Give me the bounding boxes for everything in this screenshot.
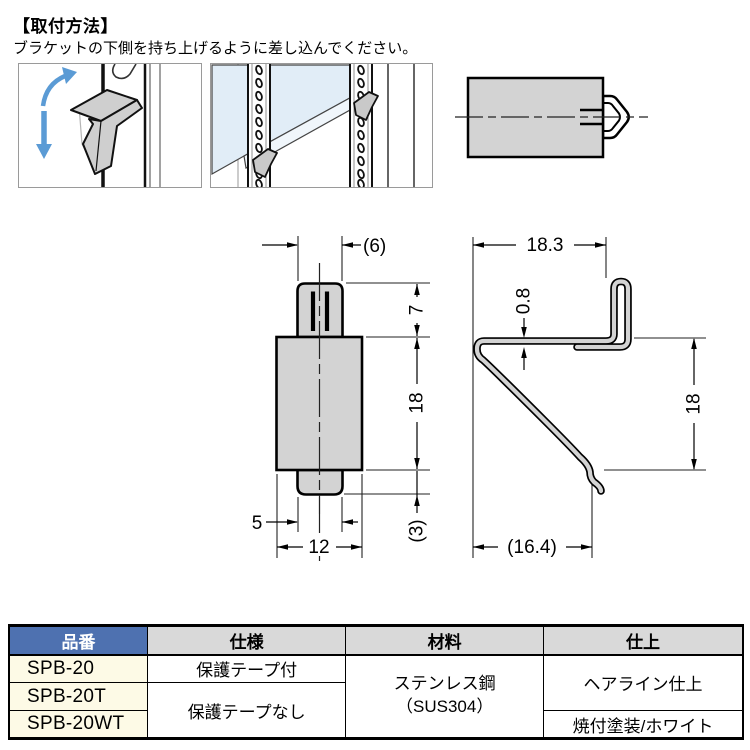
upper-bracket-fragment <box>111 64 137 80</box>
profile-fill <box>474 279 631 494</box>
part-no-cell: SPB-20T <box>8 682 148 711</box>
bracket-front-view-drawing: (6) 7 18 (3) 5 12 <box>252 236 430 561</box>
part-no-cell: SPB-20 <box>8 654 148 683</box>
down-arrow-icon <box>36 111 52 159</box>
spec-table: 品番 仕様 材料 仕上 SPB-20 保護テープ付 ステンレス鋼 （SUS304… <box>8 624 744 740</box>
bracket-side-view-drawing: 18.3 0.8 18 (16.4) <box>472 235 706 558</box>
dim-label-height: 18 <box>684 393 705 414</box>
dim-label-top-tab-width: (6) <box>363 236 386 257</box>
dim-label-bottom-width: (16.4) <box>507 537 557 558</box>
shelf-mounted-drawing <box>211 64 415 187</box>
dim-label-body-width: 12 <box>308 537 329 558</box>
material-line1: ステンレス鋼 <box>393 674 496 694</box>
page-title: 【取付方法】 <box>13 17 118 36</box>
part-no-cell: SPB-20WT <box>8 710 148 739</box>
mounted-bracket-rear <box>353 91 379 121</box>
dim-label-body-height: 18 <box>407 392 428 413</box>
header-finish: 仕上 <box>542 625 744 656</box>
shelf-panel <box>211 64 369 176</box>
spec-cell: 保護テープなし <box>146 682 347 739</box>
dim-label-thickness: 0.8 <box>514 288 535 314</box>
header-part-no: 品番 <box>8 625 148 656</box>
table-row: SPB-20T 保護テープなし <box>8 682 743 739</box>
header-material: 材料 <box>345 625 544 656</box>
illustration-shelf-mounted <box>210 63 433 188</box>
dim-label-top-width: 18.3 <box>527 235 564 256</box>
finish-cell: ヘアライン仕上 <box>542 654 744 711</box>
dim-label-bottom-tab-height: (3) <box>407 519 428 542</box>
material-cell: ステンレス鋼 （SUS304） <box>345 654 544 739</box>
spec-cell: 保護テープ付 <box>146 654 347 683</box>
lift-arrow-icon <box>40 67 77 107</box>
profile-outline <box>473 277 632 495</box>
material-line2: （SUS304） <box>396 697 494 717</box>
bracket-top-view-drawing <box>455 76 648 159</box>
dim-label-top-tab-height: 7 <box>407 305 428 316</box>
finish-cell: 焼付塗装/ホワイト <box>542 710 744 739</box>
bracket-shape <box>70 89 143 175</box>
table-header-row: 品番 仕様 材料 仕上 <box>8 625 744 656</box>
header-spec: 仕様 <box>146 625 347 656</box>
install-instruction-text: ブラケットの下側を持ち上げるように差し込んでください。 <box>13 40 418 57</box>
dim-label-bottom-tab-offset: 5 <box>252 513 263 534</box>
table-row: SPB-20WT 焼付塗装/ホワイト <box>8 710 744 739</box>
slotted-standard-right <box>349 64 373 187</box>
mounted-bracket-front <box>252 148 278 178</box>
illustration-insert-bracket <box>18 63 202 188</box>
insert-bracket-drawing <box>36 64 161 187</box>
table-row: SPB-20 保護テープ付 ステンレス鋼 （SUS304） ヘアライン仕上 <box>8 654 744 739</box>
